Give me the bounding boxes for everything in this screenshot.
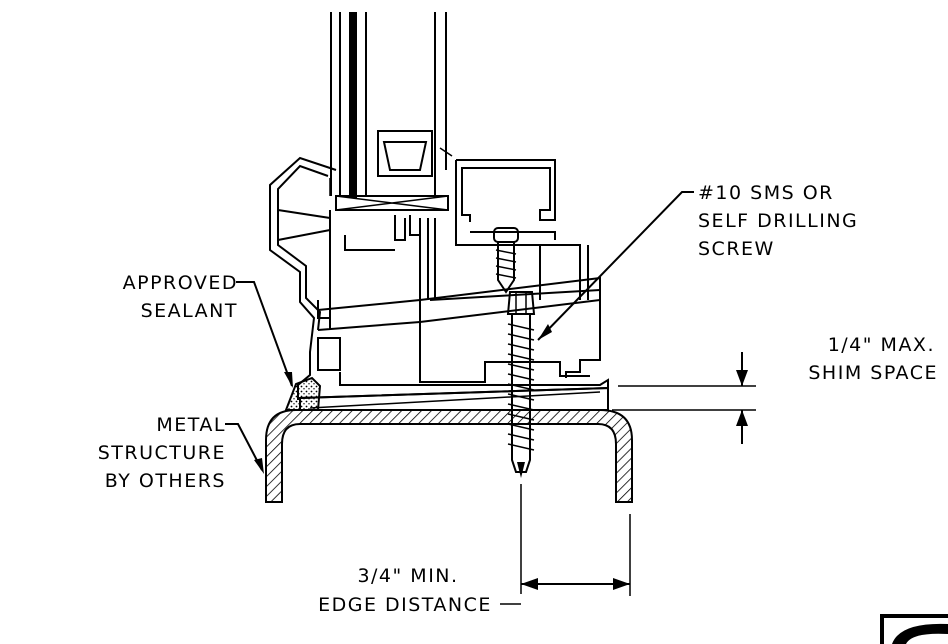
- label-shim-line-2: SHIM SPACE: [808, 362, 938, 384]
- label-screw-line-3: SCREW: [698, 238, 775, 260]
- edge-dimension: [500, 484, 631, 605]
- label-sealant-line-1: APPROVED: [123, 272, 238, 294]
- label-sealant: APPROVED SEALANT: [123, 272, 238, 322]
- label-structure-line-1: METAL: [156, 414, 226, 436]
- label-shim: 1/4" MAX. SHIM SPACE: [808, 334, 938, 384]
- frame-profile: [269, 147, 609, 400]
- label-screw: #10 SMS OR SELF DRILLING SCREW: [698, 182, 858, 260]
- label-edge-line-2: EDGE DISTANCE: [318, 594, 492, 616]
- label-edge: 3/4" MIN. EDGE DISTANCE: [318, 565, 492, 616]
- label-sealant-line-2: SEALANT: [141, 300, 238, 322]
- label-structure-line-3: BY OTHERS: [105, 470, 226, 492]
- label-screw-line-1: #10 SMS OR: [698, 182, 834, 204]
- glazing-unit: [329, 12, 449, 211]
- label-shim-line-1: 1/4" MAX.: [828, 334, 935, 356]
- label-structure: METAL STRUCTURE BY OTHERS: [98, 414, 226, 492]
- label-screw-line-2: SELF DRILLING: [698, 210, 858, 232]
- leader-lines: [225, 191, 694, 474]
- screw: [493, 227, 536, 478]
- metal-structure: [265, 409, 633, 503]
- shim-dimension: [612, 352, 756, 444]
- corner-logo: [880, 614, 948, 644]
- label-structure-line-2: STRUCTURE: [98, 442, 226, 464]
- label-edge-line-1: 3/4" MIN.: [357, 565, 458, 587]
- shim: [299, 386, 609, 411]
